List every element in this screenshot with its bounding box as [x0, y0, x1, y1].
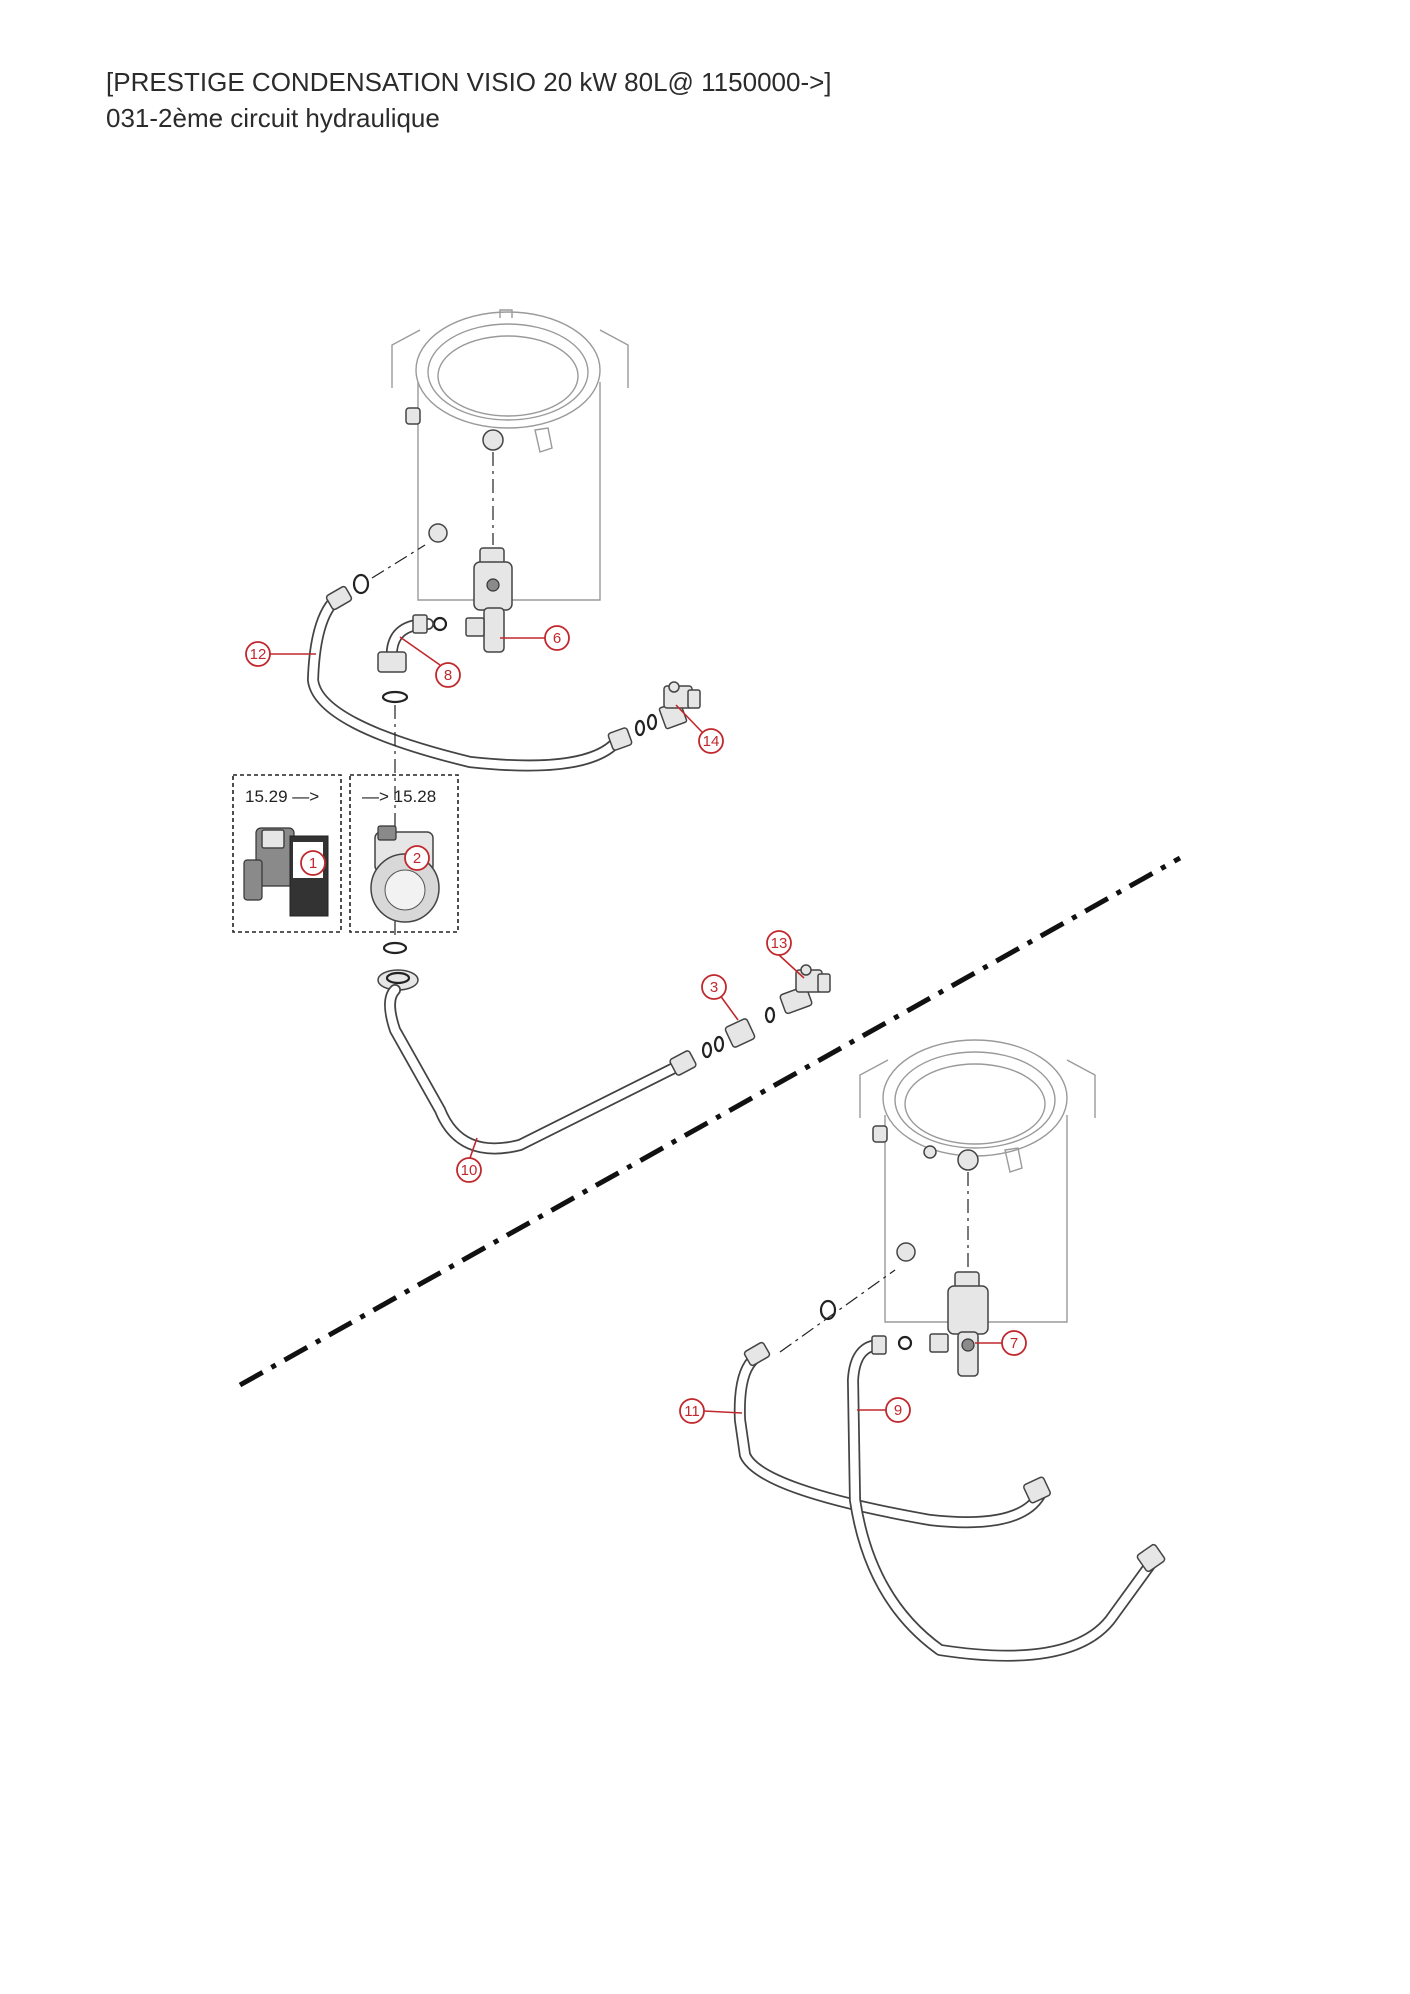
callout-6: 6: [500, 625, 570, 651]
page-subtitle: 031-2ème circuit hydraulique: [106, 103, 440, 133]
callout-3: 3: [701, 974, 739, 1021]
svg-text:12: 12: [250, 646, 267, 663]
svg-text:13: 13: [771, 935, 788, 952]
pump-box-left: 15.29 —>: [232, 774, 342, 933]
pipe-10: [384, 984, 697, 1155]
svg-text:14: 14: [703, 733, 720, 750]
fitting-14: [634, 681, 701, 737]
page-header: [PRESTIGE CONDENSATION VISIO 20 kW 80L@ …: [106, 64, 832, 136]
elbow-8: [377, 614, 434, 704]
upper-tank: [391, 309, 629, 601]
fitting-13: [779, 964, 831, 1015]
svg-text:3: 3: [710, 979, 718, 996]
svg-text:11: 11: [684, 1403, 700, 1420]
reference-right: —> 15.28: [362, 787, 436, 806]
callout-8: 8: [399, 636, 461, 688]
svg-text:1: 1: [309, 855, 317, 872]
svg-text:10: 10: [461, 1162, 478, 1179]
pipe-12: [307, 585, 633, 772]
fitting-3: [701, 1006, 776, 1059]
svg-text:6: 6: [553, 630, 561, 647]
page-title: [PRESTIGE CONDENSATION VISIO 20 kW 80L@ …: [106, 67, 832, 97]
callout-2: 2: [404, 845, 430, 871]
callout-9: 9: [857, 1397, 911, 1423]
svg-text:8: 8: [444, 667, 452, 684]
pump-box-right: —> 15.28: [349, 774, 459, 933]
callout-13: 13: [766, 930, 805, 979]
svg-text:2: 2: [413, 850, 421, 867]
callout-11: 11: [679, 1398, 743, 1424]
pipe-11: [733, 1341, 1051, 1529]
svg-text:7: 7: [1010, 1335, 1018, 1352]
callout-1: 1: [300, 850, 326, 876]
reference-left: 15.29 —>: [245, 787, 319, 806]
pipe-9: [847, 1335, 1166, 1662]
valve-6: [432, 547, 513, 653]
callout-14: 14: [675, 704, 724, 754]
callout-7: 7: [975, 1330, 1027, 1356]
svg-text:9: 9: [894, 1402, 902, 1419]
callout-10: 10: [456, 1137, 482, 1183]
callout-12: 12: [245, 641, 316, 667]
valve-7: [897, 1271, 989, 1377]
lower-tank: [859, 1039, 1096, 1323]
